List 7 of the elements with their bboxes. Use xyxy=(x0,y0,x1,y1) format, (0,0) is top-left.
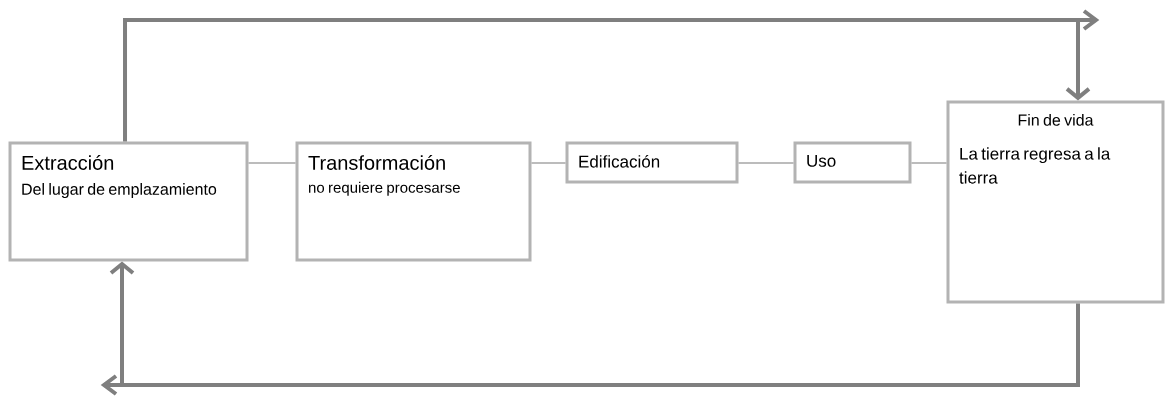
process-box: Transformación no requiere procesarse xyxy=(295,141,532,262)
process-box: Extracción Del lugar de emplazamiento xyxy=(8,141,249,262)
process-box: Uso xyxy=(793,141,912,184)
arrow xyxy=(100,261,1080,396)
arrow xyxy=(123,9,1100,144)
process-box: Edificación xyxy=(565,141,739,184)
process-box: Fin de vida La tierra regresa a la tierra xyxy=(946,100,1165,304)
